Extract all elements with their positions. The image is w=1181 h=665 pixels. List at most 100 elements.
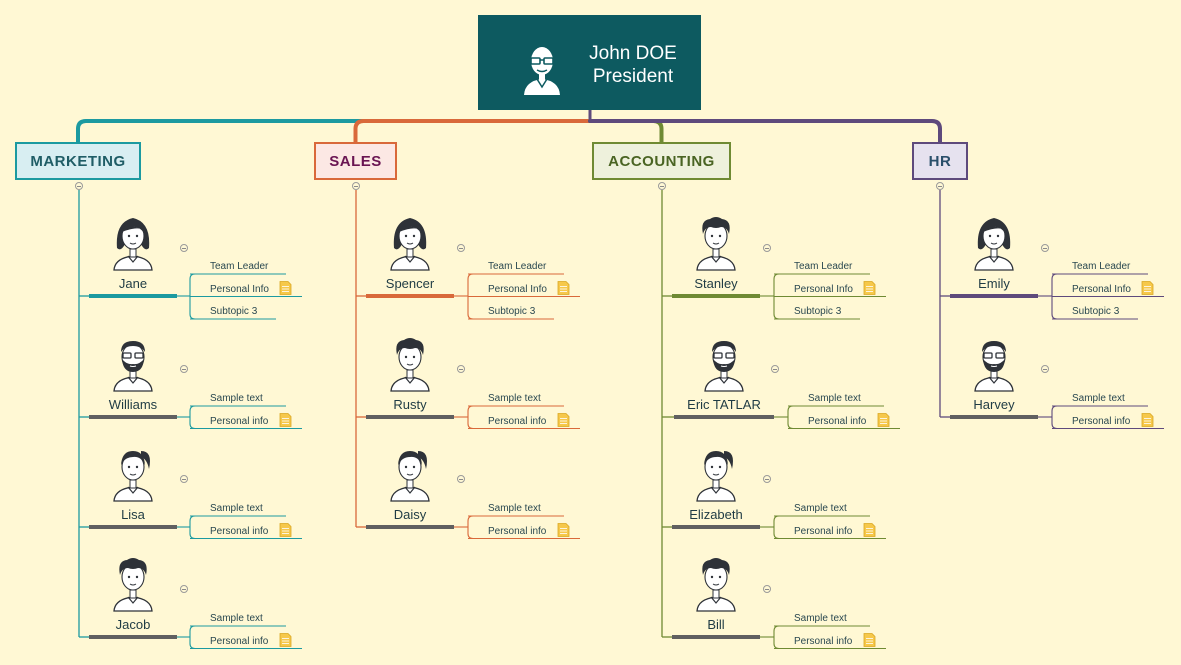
person-name-accounting-1[interactable]: Eric TATLAR — [687, 397, 761, 412]
collapse-toggle-person-accounting-1[interactable] — [771, 365, 779, 373]
collapse-toggle-person-sales-0[interactable] — [457, 244, 465, 252]
subtopic-accounting-2-1[interactable]: Personal info — [794, 525, 853, 537]
subtopic-accounting-0-1[interactable]: Personal Info — [794, 283, 853, 295]
subtopic-marketing-0-0[interactable]: Team Leader — [210, 261, 269, 272]
collapse-toggle-person-accounting-0[interactable] — [763, 244, 771, 252]
person-name-hr-0[interactable]: Emily — [978, 276, 1010, 291]
collapse-toggle-person-marketing-3[interactable] — [180, 585, 188, 593]
subtopic-sales-0-2[interactable]: Subtopic 3 — [488, 306, 536, 317]
note-icon[interactable] — [863, 281, 876, 295]
note-icon[interactable] — [877, 413, 890, 427]
subtopic-accounting-2-0[interactable]: Sample text — [794, 503, 847, 514]
person-name-accounting-3[interactable]: Bill — [707, 617, 725, 632]
note-icon[interactable] — [1141, 281, 1154, 295]
subtopic-hr-1-1[interactable]: Personal info — [1072, 415, 1131, 427]
collapse-toggle-person-accounting-3[interactable] — [763, 585, 771, 593]
person-name-marketing-1[interactable]: Williams — [108, 397, 158, 412]
president-avatar — [522, 43, 562, 95]
avatar-female-short-hair-icon — [113, 218, 153, 271]
name-bar-accounting-2 — [672, 525, 760, 529]
person-name-marketing-3[interactable]: Jacob — [115, 617, 151, 632]
avatar-male-beard-glasses-icon — [113, 341, 153, 392]
connector-marketing — [76, 119, 592, 144]
name-bar-sales-2 — [366, 525, 454, 529]
subtopic-accounting-0-2[interactable]: Subtopic 3 — [794, 306, 842, 317]
name-bar-marketing-2 — [89, 525, 177, 529]
note-icon[interactable] — [557, 523, 570, 537]
dept-node-accounting[interactable]: ACCOUNTING — [592, 142, 731, 180]
name-bar-marketing-0 — [89, 294, 177, 298]
subtopic-hr-1-0[interactable]: Sample text — [1072, 393, 1125, 404]
collapse-toggle-person-hr-1[interactable] — [1041, 365, 1049, 373]
person-name-accounting-2[interactable]: Elizabeth — [689, 507, 743, 522]
note-icon[interactable] — [863, 523, 876, 537]
subtopic-hr-0-0[interactable]: Team Leader — [1072, 261, 1131, 272]
collapse-toggle-person-sales-1[interactable] — [457, 365, 465, 373]
subtopic-marketing-0-2[interactable]: Subtopic 3 — [210, 306, 258, 317]
collapse-toggle-person-marketing-1[interactable] — [180, 365, 188, 373]
subtopic-marketing-1-0[interactable]: Sample text — [210, 393, 263, 404]
subtopic-sales-1-0[interactable]: Sample text — [488, 393, 541, 404]
subtopic-sales-0-0[interactable]: Team Leader — [488, 261, 547, 272]
dept-node-sales[interactable]: SALES — [314, 142, 397, 180]
name-bar-accounting-0 — [672, 294, 760, 298]
collapse-toggle-person-accounting-2[interactable] — [763, 475, 771, 483]
avatar-female-ponytail-icon — [390, 451, 430, 502]
subtopic-marketing-3-0[interactable]: Sample text — [210, 613, 263, 624]
avatar-male-curly-hair-icon — [113, 558, 153, 612]
person-name-marketing-2[interactable]: Lisa — [121, 507, 145, 522]
subtopic-sales-2-0[interactable]: Sample text — [488, 503, 541, 514]
person-name-accounting-0[interactable]: Stanley — [694, 276, 738, 291]
subtopic-marketing-2-0[interactable]: Sample text — [210, 503, 263, 514]
subtopic-marketing-3-1[interactable]: Personal info — [210, 635, 269, 647]
note-icon[interactable] — [279, 413, 292, 427]
subtopic-hr-0-1[interactable]: Personal Info — [1072, 283, 1131, 295]
subtopic-accounting-3-0[interactable]: Sample text — [794, 613, 847, 624]
collapse-toggle-accounting[interactable] — [658, 182, 666, 190]
person-name-hr-1[interactable]: Harvey — [973, 397, 1015, 412]
avatar-male-beard-glasses-icon — [974, 341, 1014, 392]
name-bar-sales-0 — [366, 294, 454, 298]
name-bar-accounting-1 — [674, 415, 774, 419]
note-icon[interactable] — [1141, 413, 1154, 427]
person-name-marketing-0[interactable]: Jane — [118, 276, 148, 291]
collapse-toggle-person-sales-2[interactable] — [457, 475, 465, 483]
collapse-toggle-sales[interactable] — [352, 182, 360, 190]
note-icon[interactable] — [279, 523, 292, 537]
name-bar-hr-1 — [950, 415, 1038, 419]
connector-sales — [353, 119, 592, 144]
collapse-toggle-hr[interactable] — [936, 182, 944, 190]
note-icon[interactable] — [557, 281, 570, 295]
subtopic-marketing-0-1[interactable]: Personal Info — [210, 283, 269, 295]
subtopic-accounting-1-0[interactable]: Sample text — [808, 393, 861, 404]
root-node-president[interactable]: John DOE President — [478, 15, 701, 110]
dept-node-marketing[interactable]: MARKETING — [15, 142, 141, 180]
dept-node-hr[interactable]: HR — [912, 142, 968, 180]
collapse-toggle-marketing[interactable] — [75, 182, 83, 190]
subtopic-accounting-0-0[interactable]: Team Leader — [794, 261, 853, 272]
name-bar-marketing-1 — [89, 415, 177, 419]
avatar-male-beard-glasses-icon — [704, 341, 744, 392]
collapse-toggle-person-marketing-2[interactable] — [180, 475, 188, 483]
subtopic-sales-1-1[interactable]: Personal info — [488, 415, 547, 427]
subtopic-sales-2-1[interactable]: Personal info — [488, 525, 547, 537]
avatar-male-curly-hair-icon — [696, 217, 736, 271]
collapse-toggle-person-hr-0[interactable] — [1041, 244, 1049, 252]
note-icon[interactable] — [557, 413, 570, 427]
note-icon[interactable] — [279, 633, 292, 647]
name-bar-marketing-3 — [89, 635, 177, 639]
person-name-sales-2[interactable]: Daisy — [393, 507, 427, 522]
subtopic-accounting-3-1[interactable]: Personal info — [794, 635, 853, 647]
collapse-toggle-person-marketing-0[interactable] — [180, 244, 188, 252]
subtopic-sales-0-1[interactable]: Personal Info — [488, 283, 547, 295]
subtopic-hr-0-2[interactable]: Subtopic 3 — [1072, 306, 1120, 317]
person-name-sales-0[interactable]: Spencer — [385, 276, 435, 291]
note-icon[interactable] — [863, 633, 876, 647]
subtopic-marketing-1-1[interactable]: Personal info — [210, 415, 269, 427]
subtopic-marketing-2-1[interactable]: Personal info — [210, 525, 269, 537]
person-name-sales-1[interactable]: Rusty — [393, 397, 427, 412]
note-icon[interactable] — [279, 281, 292, 295]
subtopic-accounting-1-1[interactable]: Personal info — [808, 415, 867, 427]
name-bar-accounting-3 — [672, 635, 760, 639]
